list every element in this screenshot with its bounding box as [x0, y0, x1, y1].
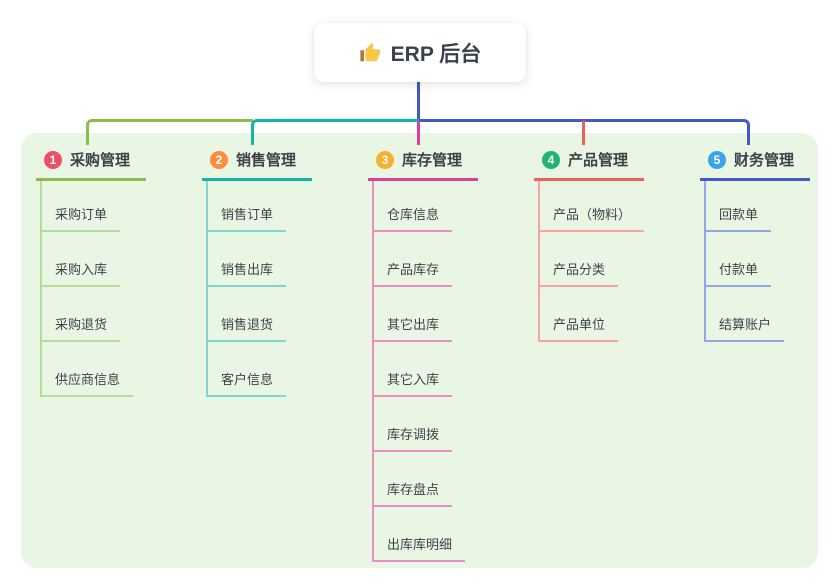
- child-node[interactable]: 采购退货: [40, 287, 196, 342]
- child-node-label: 产品库存: [372, 259, 453, 287]
- connector-branch-3: [417, 121, 420, 145]
- branch-title-node[interactable]: 1 采购管理: [36, 145, 146, 181]
- child-node[interactable]: 其它出库: [372, 287, 528, 342]
- child-node[interactable]: 出库库明细: [372, 507, 528, 562]
- child-node-label: 产品分类: [538, 259, 619, 287]
- branch-badge: 2: [210, 150, 228, 169]
- child-node[interactable]: 仓库信息: [372, 181, 528, 232]
- child-node-label: 供应商信息: [40, 369, 134, 397]
- child-node[interactable]: 产品库存: [372, 232, 528, 287]
- child-node-label: 销售出库: [206, 259, 287, 287]
- child-node-label: 库存盘点: [372, 479, 453, 507]
- thumbs-up-icon: [359, 42, 381, 64]
- child-node-label: 产品（物料）: [538, 204, 645, 232]
- child-node[interactable]: 产品分类: [538, 232, 694, 287]
- child-node[interactable]: 客户信息: [206, 342, 362, 397]
- children-list: 回款单付款单结算账户: [704, 181, 839, 342]
- child-node-label: 仓库信息: [372, 204, 453, 232]
- children-list: 销售订单销售出库销售退货客户信息: [206, 181, 362, 397]
- child-node-label: 采购入库: [40, 259, 121, 287]
- branch-column: 5 财务管理 回款单付款单结算账户: [700, 145, 839, 342]
- child-node-label: 采购退货: [40, 314, 121, 342]
- child-node[interactable]: 供应商信息: [40, 342, 196, 397]
- branch-title-node[interactable]: 5 财务管理: [700, 145, 810, 181]
- connector-root: [417, 82, 420, 122]
- child-node[interactable]: 库存调拨: [372, 397, 528, 452]
- child-node-label: 销售退货: [206, 314, 287, 342]
- connector-branch-5: [419, 119, 750, 145]
- branch-column: 4 产品管理 产品（物料） 产品分类产品单位: [534, 145, 694, 342]
- branch-badge: 3: [376, 150, 394, 169]
- branch-title-node[interactable]: 4 产品管理: [534, 145, 644, 181]
- child-node-label: 产品单位: [538, 314, 619, 342]
- children-list: 仓库信息产品库存其它出库其它入库库存调拨库存盘点出库库明细: [372, 181, 528, 562]
- child-node[interactable]: 销售退货: [206, 287, 362, 342]
- child-node[interactable]: 采购订单: [40, 181, 196, 232]
- child-node-label: 库存调拨: [372, 424, 453, 452]
- branch-title-node[interactable]: 3 库存管理: [368, 145, 478, 181]
- branch-title-label: 采购管理: [70, 152, 131, 169]
- child-node-label: 付款单: [704, 259, 772, 287]
- child-node-label: 回款单: [704, 204, 772, 232]
- branch-column: 3 库存管理 仓库信息产品库存其它出库其它入库库存调拨库存盘点出库库明细: [368, 145, 528, 562]
- connector-branch-1: [86, 119, 253, 145]
- children-list: 产品（物料） 产品分类产品单位: [538, 181, 694, 342]
- branch-badge: 4: [542, 150, 560, 169]
- child-node-label: 其它出库: [372, 314, 453, 342]
- connector-branch-4: [582, 121, 585, 145]
- child-node[interactable]: 销售出库: [206, 232, 362, 287]
- child-node[interactable]: 采购入库: [40, 232, 196, 287]
- child-node[interactable]: 其它入库: [372, 342, 528, 397]
- child-node[interactable]: 回款单: [704, 181, 839, 232]
- root-node[interactable]: ERP 后台: [314, 23, 526, 82]
- branch-title-label: 财务管理: [734, 152, 795, 169]
- branch-title-label: 销售管理: [236, 152, 297, 169]
- child-node-label: 其它入库: [372, 369, 453, 397]
- branch-title-label: 产品管理: [568, 152, 629, 169]
- branch-column: 1 采购管理 采购订单采购入库采购退货供应商信息: [36, 145, 196, 397]
- background-panel: [21, 133, 818, 568]
- root-node-label: ERP 后台: [390, 42, 482, 66]
- child-node-label: 采购订单: [40, 204, 121, 232]
- child-node-label: 出库库明细: [372, 534, 466, 562]
- branch-title-label: 库存管理: [402, 152, 463, 169]
- branch-title-node[interactable]: 2 销售管理: [202, 145, 312, 181]
- child-node-label: 销售订单: [206, 204, 287, 232]
- children-list: 采购订单采购入库采购退货供应商信息: [40, 181, 196, 397]
- branch-badge: 1: [44, 150, 62, 169]
- child-node[interactable]: 付款单: [704, 232, 839, 287]
- connector-branch-2: [251, 119, 419, 145]
- child-node[interactable]: 销售订单: [206, 181, 362, 232]
- branch-column: 2 销售管理 销售订单销售出库销售退货客户信息: [202, 145, 362, 397]
- child-node[interactable]: 结算账户: [704, 287, 839, 342]
- branch-badge: 5: [708, 150, 726, 169]
- child-node-label: 结算账户: [704, 314, 785, 342]
- child-node[interactable]: 产品单位: [538, 287, 694, 342]
- child-node[interactable]: 库存盘点: [372, 452, 528, 507]
- child-node[interactable]: 产品（物料）: [538, 181, 694, 232]
- child-node-label: 客户信息: [206, 369, 287, 397]
